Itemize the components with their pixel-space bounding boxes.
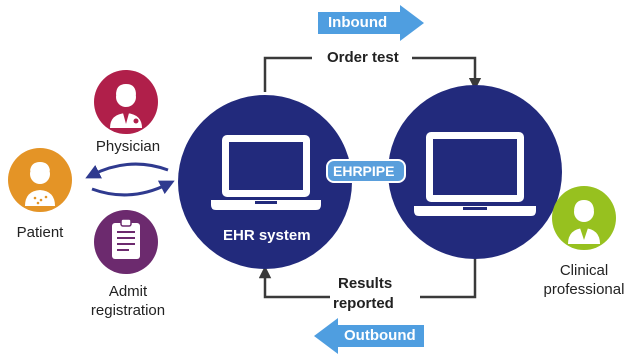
clinical-label-line1: Clinical xyxy=(559,262,609,279)
outbound-label: Outbound xyxy=(344,327,416,344)
inbound-label: Inbound xyxy=(328,14,388,31)
physician-avatar xyxy=(94,70,158,134)
cycle-arrow-top xyxy=(85,162,169,179)
inbound-arrow xyxy=(318,5,424,41)
ehrpipe-label: EHRPIPE xyxy=(333,163,395,179)
order-test-connector xyxy=(263,56,475,92)
clinician-icon xyxy=(568,200,600,244)
clinical-label-line2: professional xyxy=(543,281,625,298)
outbound-arrow xyxy=(314,318,424,354)
order-test-label: Order test xyxy=(327,49,399,66)
ehr-system-label: EHR system xyxy=(223,227,311,244)
doctor-icon xyxy=(110,84,142,128)
ehrpipe-pill xyxy=(326,159,406,183)
clinical-avatar xyxy=(552,186,616,250)
patient-avatar xyxy=(8,148,72,212)
lab-laptop-icon xyxy=(414,132,536,216)
results-connector xyxy=(265,257,477,299)
admit-avatar xyxy=(94,210,158,274)
patient-icon xyxy=(25,162,55,206)
physician-label: Physician xyxy=(95,138,161,155)
results-label-line1: Results xyxy=(338,275,393,292)
clipboard-icon xyxy=(112,218,140,259)
admit-label-line1: Admit xyxy=(108,283,148,300)
admit-label-line2: registration xyxy=(90,302,166,319)
patient-label: Patient xyxy=(16,224,64,241)
results-label-line2: reported xyxy=(333,295,394,312)
ehr-laptop-icon xyxy=(211,135,321,210)
cycle-arrow-bottom xyxy=(91,180,175,197)
